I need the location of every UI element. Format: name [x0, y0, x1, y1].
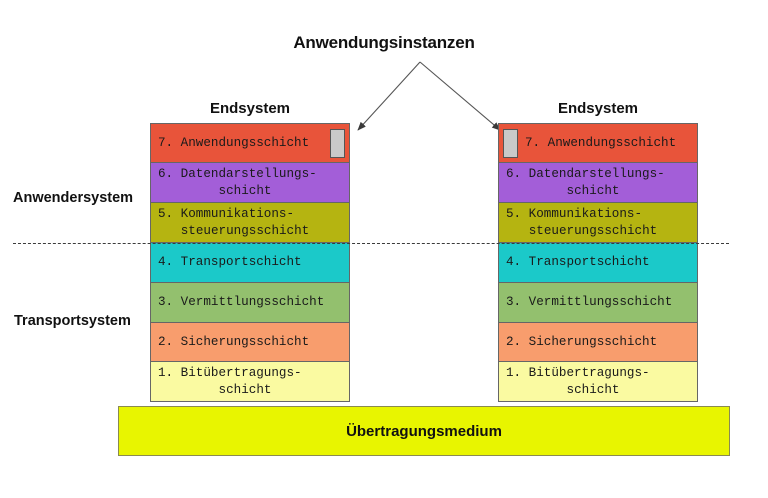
layer-6-right[interactable]: 6. Datendarstellungs- schicht: [498, 162, 698, 203]
arrow-to-right-endsystem: [419, 61, 501, 131]
side-label-anwendersystem: Anwendersystem: [13, 190, 134, 206]
protocol-stack-left: 7. Anwendungsschicht 6. Datendarstellung…: [150, 123, 350, 402]
layer-3-right[interactable]: 3. Vermittlungsschicht: [498, 282, 698, 323]
system-boundary-divider: [13, 243, 729, 244]
layer-5-left[interactable]: 5. Kommunikations- steuerungsschicht: [150, 202, 350, 243]
layer-5-right[interactable]: 5. Kommunikations- steuerungsschicht: [498, 202, 698, 243]
layer-7-right[interactable]: 7. Anwendungsschicht: [498, 123, 698, 163]
layer-2-left[interactable]: 2. Sicherungsschicht: [150, 322, 350, 362]
layer-1-right[interactable]: 1. Bitübertragungs- schicht: [498, 361, 698, 402]
application-instance-port-right: [503, 129, 518, 158]
side-label-transportsystem: Transportsystem: [14, 313, 131, 329]
layer-2-right[interactable]: 2. Sicherungsschicht: [498, 322, 698, 362]
application-instance-port-left: [330, 129, 345, 158]
transmission-medium-label: Übertragungsmedium: [346, 422, 502, 440]
layer-4-right[interactable]: 4. Transportschicht: [498, 242, 698, 283]
layer-1-left[interactable]: 1. Bitübertragungs- schicht: [150, 361, 350, 402]
endsystem-label-right: Endsystem: [557, 100, 639, 117]
layer-4-left[interactable]: 4. Transportschicht: [150, 242, 350, 283]
arrow-to-left-endsystem: [357, 61, 421, 131]
protocol-stack-right: 7. Anwendungsschicht 6. Datendarstellung…: [498, 123, 698, 402]
endsystem-label-left: Endsystem: [209, 100, 291, 117]
layer-7-left[interactable]: 7. Anwendungsschicht: [150, 123, 350, 163]
page-title: Anwendungsinstanzen: [293, 33, 475, 52]
transmission-medium-bar: Übertragungsmedium: [118, 406, 730, 456]
layer-3-left[interactable]: 3. Vermittlungsschicht: [150, 282, 350, 323]
layer-6-left[interactable]: 6. Datendarstellungs- schicht: [150, 162, 350, 203]
